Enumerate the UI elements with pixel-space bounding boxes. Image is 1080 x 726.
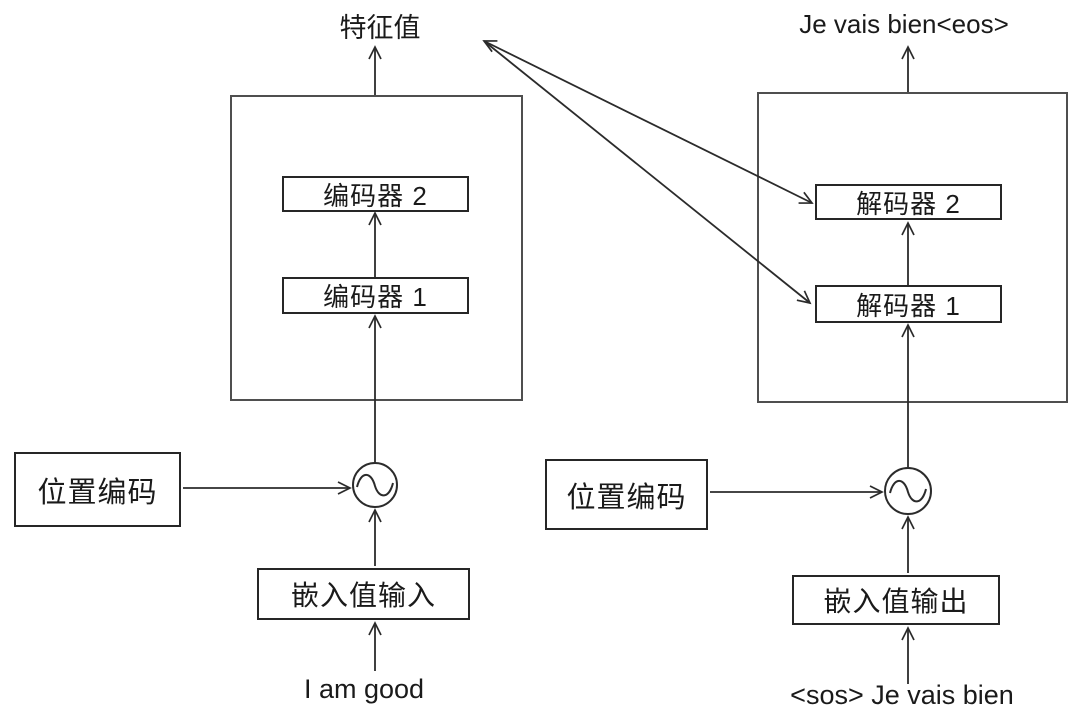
encoder-layer-2-box: 编码器 2 [282,176,469,212]
sine-wave-icon-left [356,473,394,497]
sine-circle-icon-left [352,462,398,508]
encoder-positional-encoding-box: 位置编码 [14,452,181,527]
encoder-stack-box [230,95,523,401]
sine-circle-icon-right [884,467,932,515]
encoder-input-label: I am good [303,674,425,704]
encoder-output-label: 特征值 [339,13,421,43]
decoder-stack-box [757,92,1068,403]
decoder-embedding-box: 嵌入值输出 [792,575,1000,625]
decoder-layer-1-box: 解码器 1 [815,285,1002,323]
decoder-input-label: <sos> Je vais bien [790,680,1014,710]
decoder-output-label: Je vais bien<eos> [799,9,1009,39]
decoder-layer-2-box: 解码器 2 [815,184,1002,220]
encoder-embedding-box: 嵌入值输入 [257,568,470,620]
sine-wave-icon-right [889,479,927,503]
decoder-positional-encoding-box: 位置编码 [545,459,708,530]
encoder-layer-1-box: 编码器 1 [282,277,469,314]
